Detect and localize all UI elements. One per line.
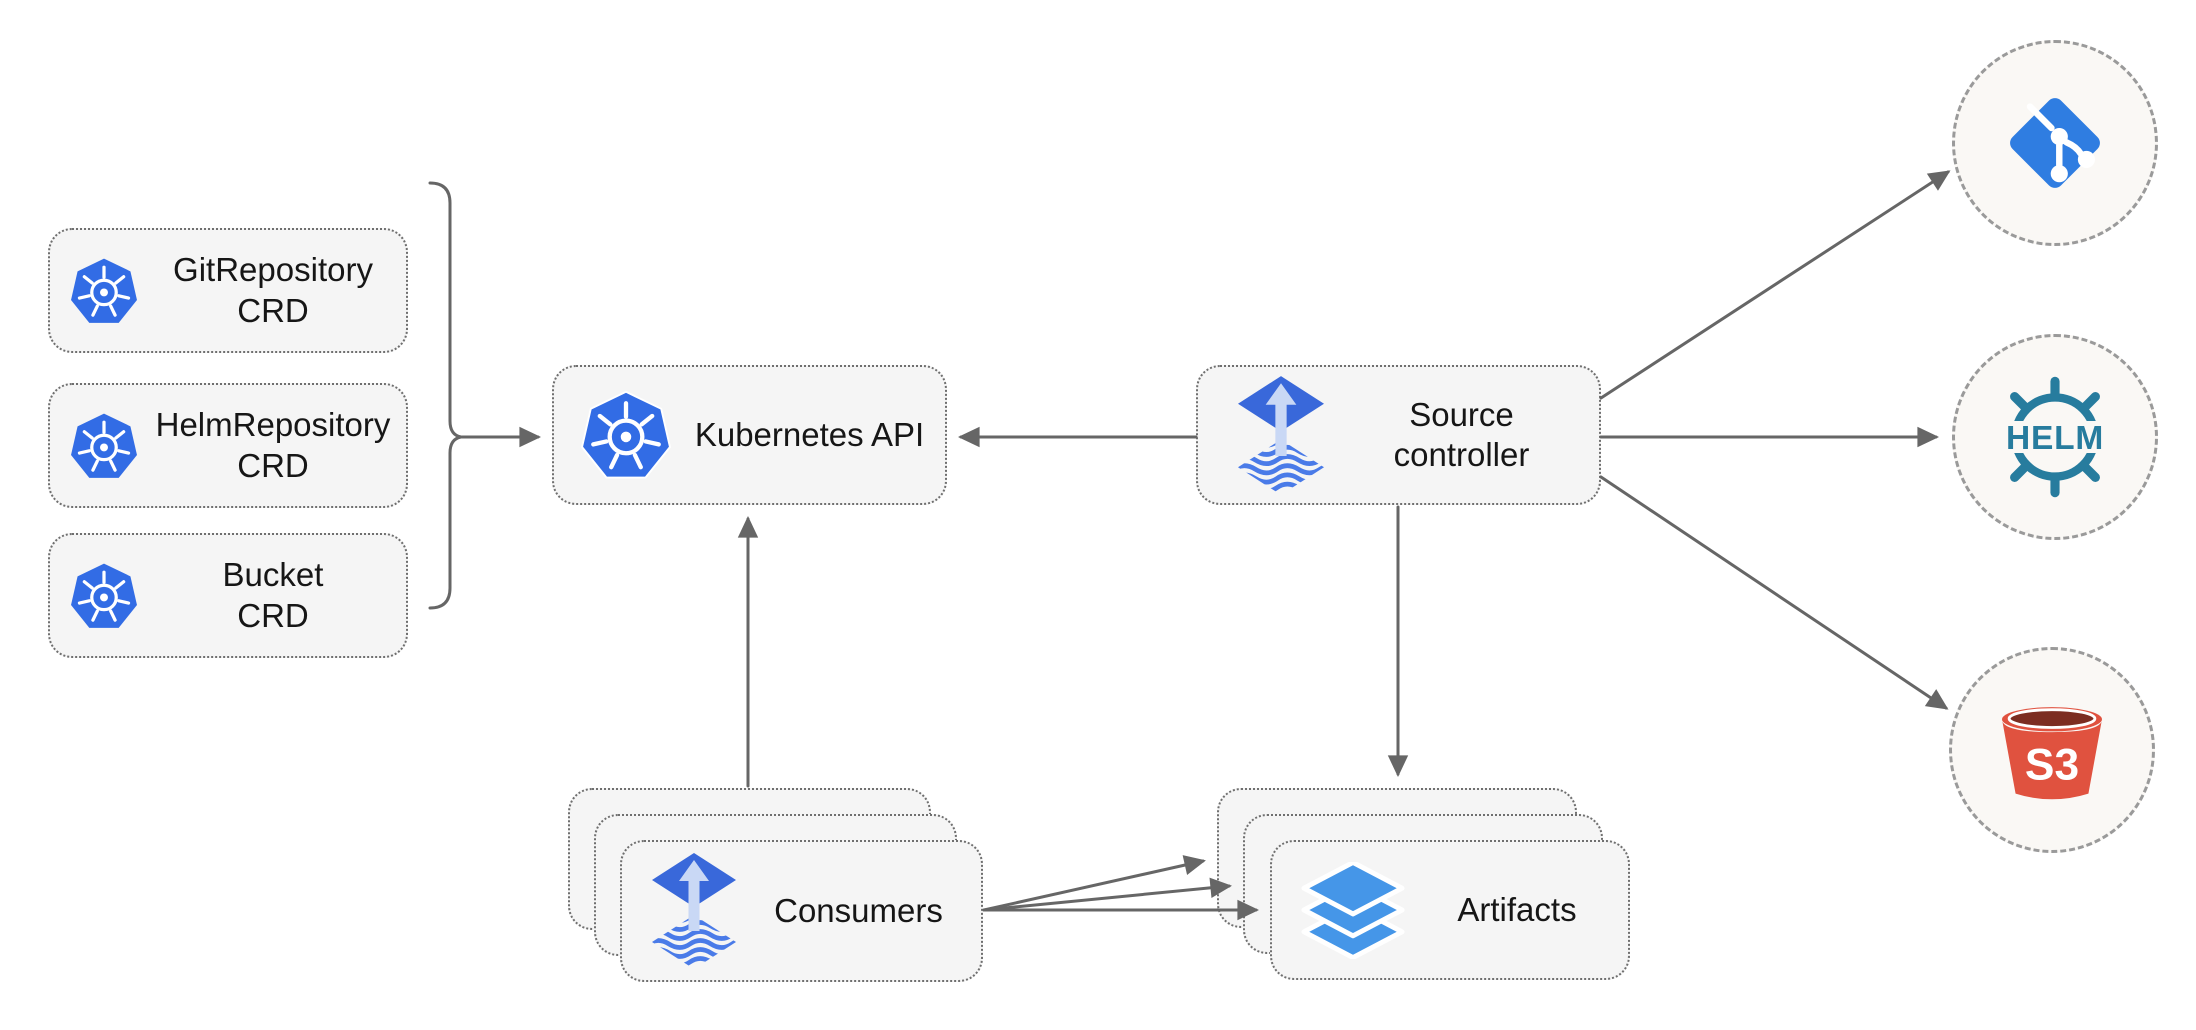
kubernetes-icon xyxy=(71,563,137,628)
flux-icon xyxy=(652,853,736,968)
consumers-box: Consumers xyxy=(620,840,983,982)
arrow-consumers-to-artifacts-1 xyxy=(982,855,1206,912)
kubernetes-icon xyxy=(71,258,137,323)
kubernetes-icon xyxy=(580,390,672,479)
kubernetes-icon xyxy=(71,413,137,478)
git-source-circle xyxy=(1952,40,2158,246)
arrow-consumers-to-artifacts-2 xyxy=(982,877,1232,912)
helm-icon: HELM xyxy=(1996,376,2114,498)
kubernetes-api-box: Kubernetes API xyxy=(552,365,947,505)
artifacts-label: Artifacts xyxy=(1457,890,1577,928)
arrow-source-controller-to-git xyxy=(1599,170,1951,400)
s3-logo-text: S3 xyxy=(2025,740,2079,789)
arrow-source-controller-to-s3 xyxy=(1599,475,1949,710)
git-icon xyxy=(2010,98,2100,188)
kubernetes-api-label: Kubernetes API xyxy=(694,415,925,453)
s3-bucket-icon: S3 xyxy=(2002,707,2102,800)
helm-source-circle: HELM xyxy=(1952,334,2158,540)
crd-group-bracket xyxy=(428,181,463,610)
layers-icon xyxy=(1301,861,1405,959)
flux-icon xyxy=(1238,375,1324,494)
artifacts-box: Artifacts xyxy=(1270,840,1630,980)
consumers-label: Consumers xyxy=(774,891,943,929)
s3-source-circle: S3 xyxy=(1949,647,2155,853)
helm-logo-text: HELM xyxy=(2006,420,2104,457)
